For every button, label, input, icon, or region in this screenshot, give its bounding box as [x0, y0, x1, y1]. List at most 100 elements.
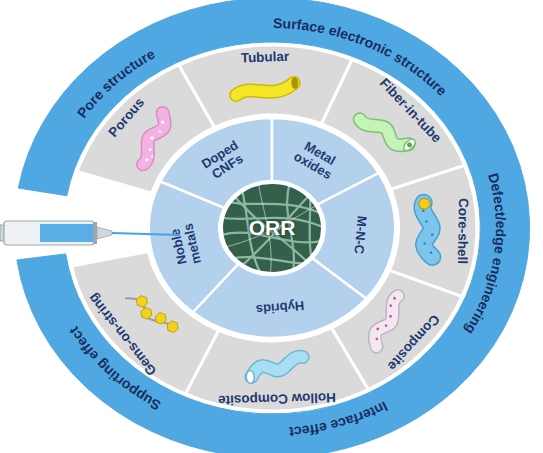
composite-fiber — [361, 294, 411, 346]
wedge — [160, 118, 272, 208]
segment-label: M-N-C — [350, 205, 369, 264]
band-label: Supporting effect — [65, 324, 163, 414]
gem — [153, 311, 169, 326]
plunger — [0, 225, 40, 241]
wedge — [77, 65, 214, 193]
segment-label: Noble metals — [165, 214, 205, 277]
wedge — [227, 360, 454, 453]
fiber-body — [251, 357, 304, 377]
text-guide — [50, 256, 233, 425]
shell-outline — [414, 203, 441, 257]
wedge — [193, 258, 367, 338]
particle — [384, 324, 388, 328]
syringe — [0, 221, 180, 245]
text-guide — [430, 128, 496, 369]
fiber — [222, 200, 325, 248]
fiber-lines — [222, 182, 325, 276]
fiber — [225, 257, 325, 264]
gems-on-string — [125, 283, 180, 343]
image-background — [220, 180, 330, 280]
fiber — [232, 186, 318, 274]
fiber-body — [359, 107, 408, 157]
pore — [160, 120, 165, 125]
nanofiber-image — [220, 180, 330, 280]
tube-end — [291, 77, 298, 89]
fiber-body — [363, 296, 412, 347]
segment-label: Porous — [106, 95, 147, 140]
segment-label: Doped CNFs — [192, 134, 256, 189]
wedge — [419, 113, 529, 391]
fiber-body — [236, 83, 294, 95]
particle — [375, 337, 379, 341]
band-label: Pore structure — [74, 45, 158, 120]
band-label-path: Supporting effect — [65, 324, 163, 414]
wedge — [72, 251, 219, 393]
text-guide — [233, 369, 430, 428]
particle — [393, 296, 397, 300]
fiber-body — [129, 113, 177, 165]
circle-outline — [222, 183, 322, 273]
tip — [97, 227, 112, 239]
segment-label: Composite — [385, 311, 443, 373]
particles — [365, 296, 407, 340]
tubular-fiber — [236, 77, 299, 95]
fiber-outline — [363, 296, 412, 347]
segment-label: Hybrids — [250, 297, 309, 316]
fiber-outline — [359, 107, 408, 157]
wedge — [179, 45, 352, 127]
fiber — [287, 182, 294, 276]
barrel — [4, 221, 94, 245]
wedge — [17, 254, 236, 453]
band-label: Defect/edge engineering — [462, 171, 509, 337]
wedge — [312, 173, 395, 299]
shell-dots — [415, 209, 440, 254]
segment-label: Metal oxides — [284, 133, 349, 187]
fiber-lines — [222, 180, 325, 278]
gem — [139, 306, 155, 321]
gems — [131, 289, 180, 342]
inner-fiber — [406, 141, 413, 148]
dot — [423, 242, 426, 245]
fiber — [310, 182, 316, 276]
band-label: Interface effect — [288, 398, 390, 440]
wedge — [321, 60, 464, 190]
string — [125, 287, 175, 342]
particle — [389, 304, 393, 308]
center-label: ORR — [249, 216, 296, 240]
segment-label: Gems-on-string — [86, 290, 160, 378]
wedge — [272, 118, 379, 205]
pores — [135, 120, 175, 163]
solution — [40, 224, 93, 242]
hollow-end — [246, 370, 254, 383]
needle — [112, 233, 180, 235]
porous-fiber — [129, 113, 179, 166]
wedge — [18, 1, 236, 195]
wedge — [227, 0, 495, 135]
gem — [165, 319, 181, 334]
